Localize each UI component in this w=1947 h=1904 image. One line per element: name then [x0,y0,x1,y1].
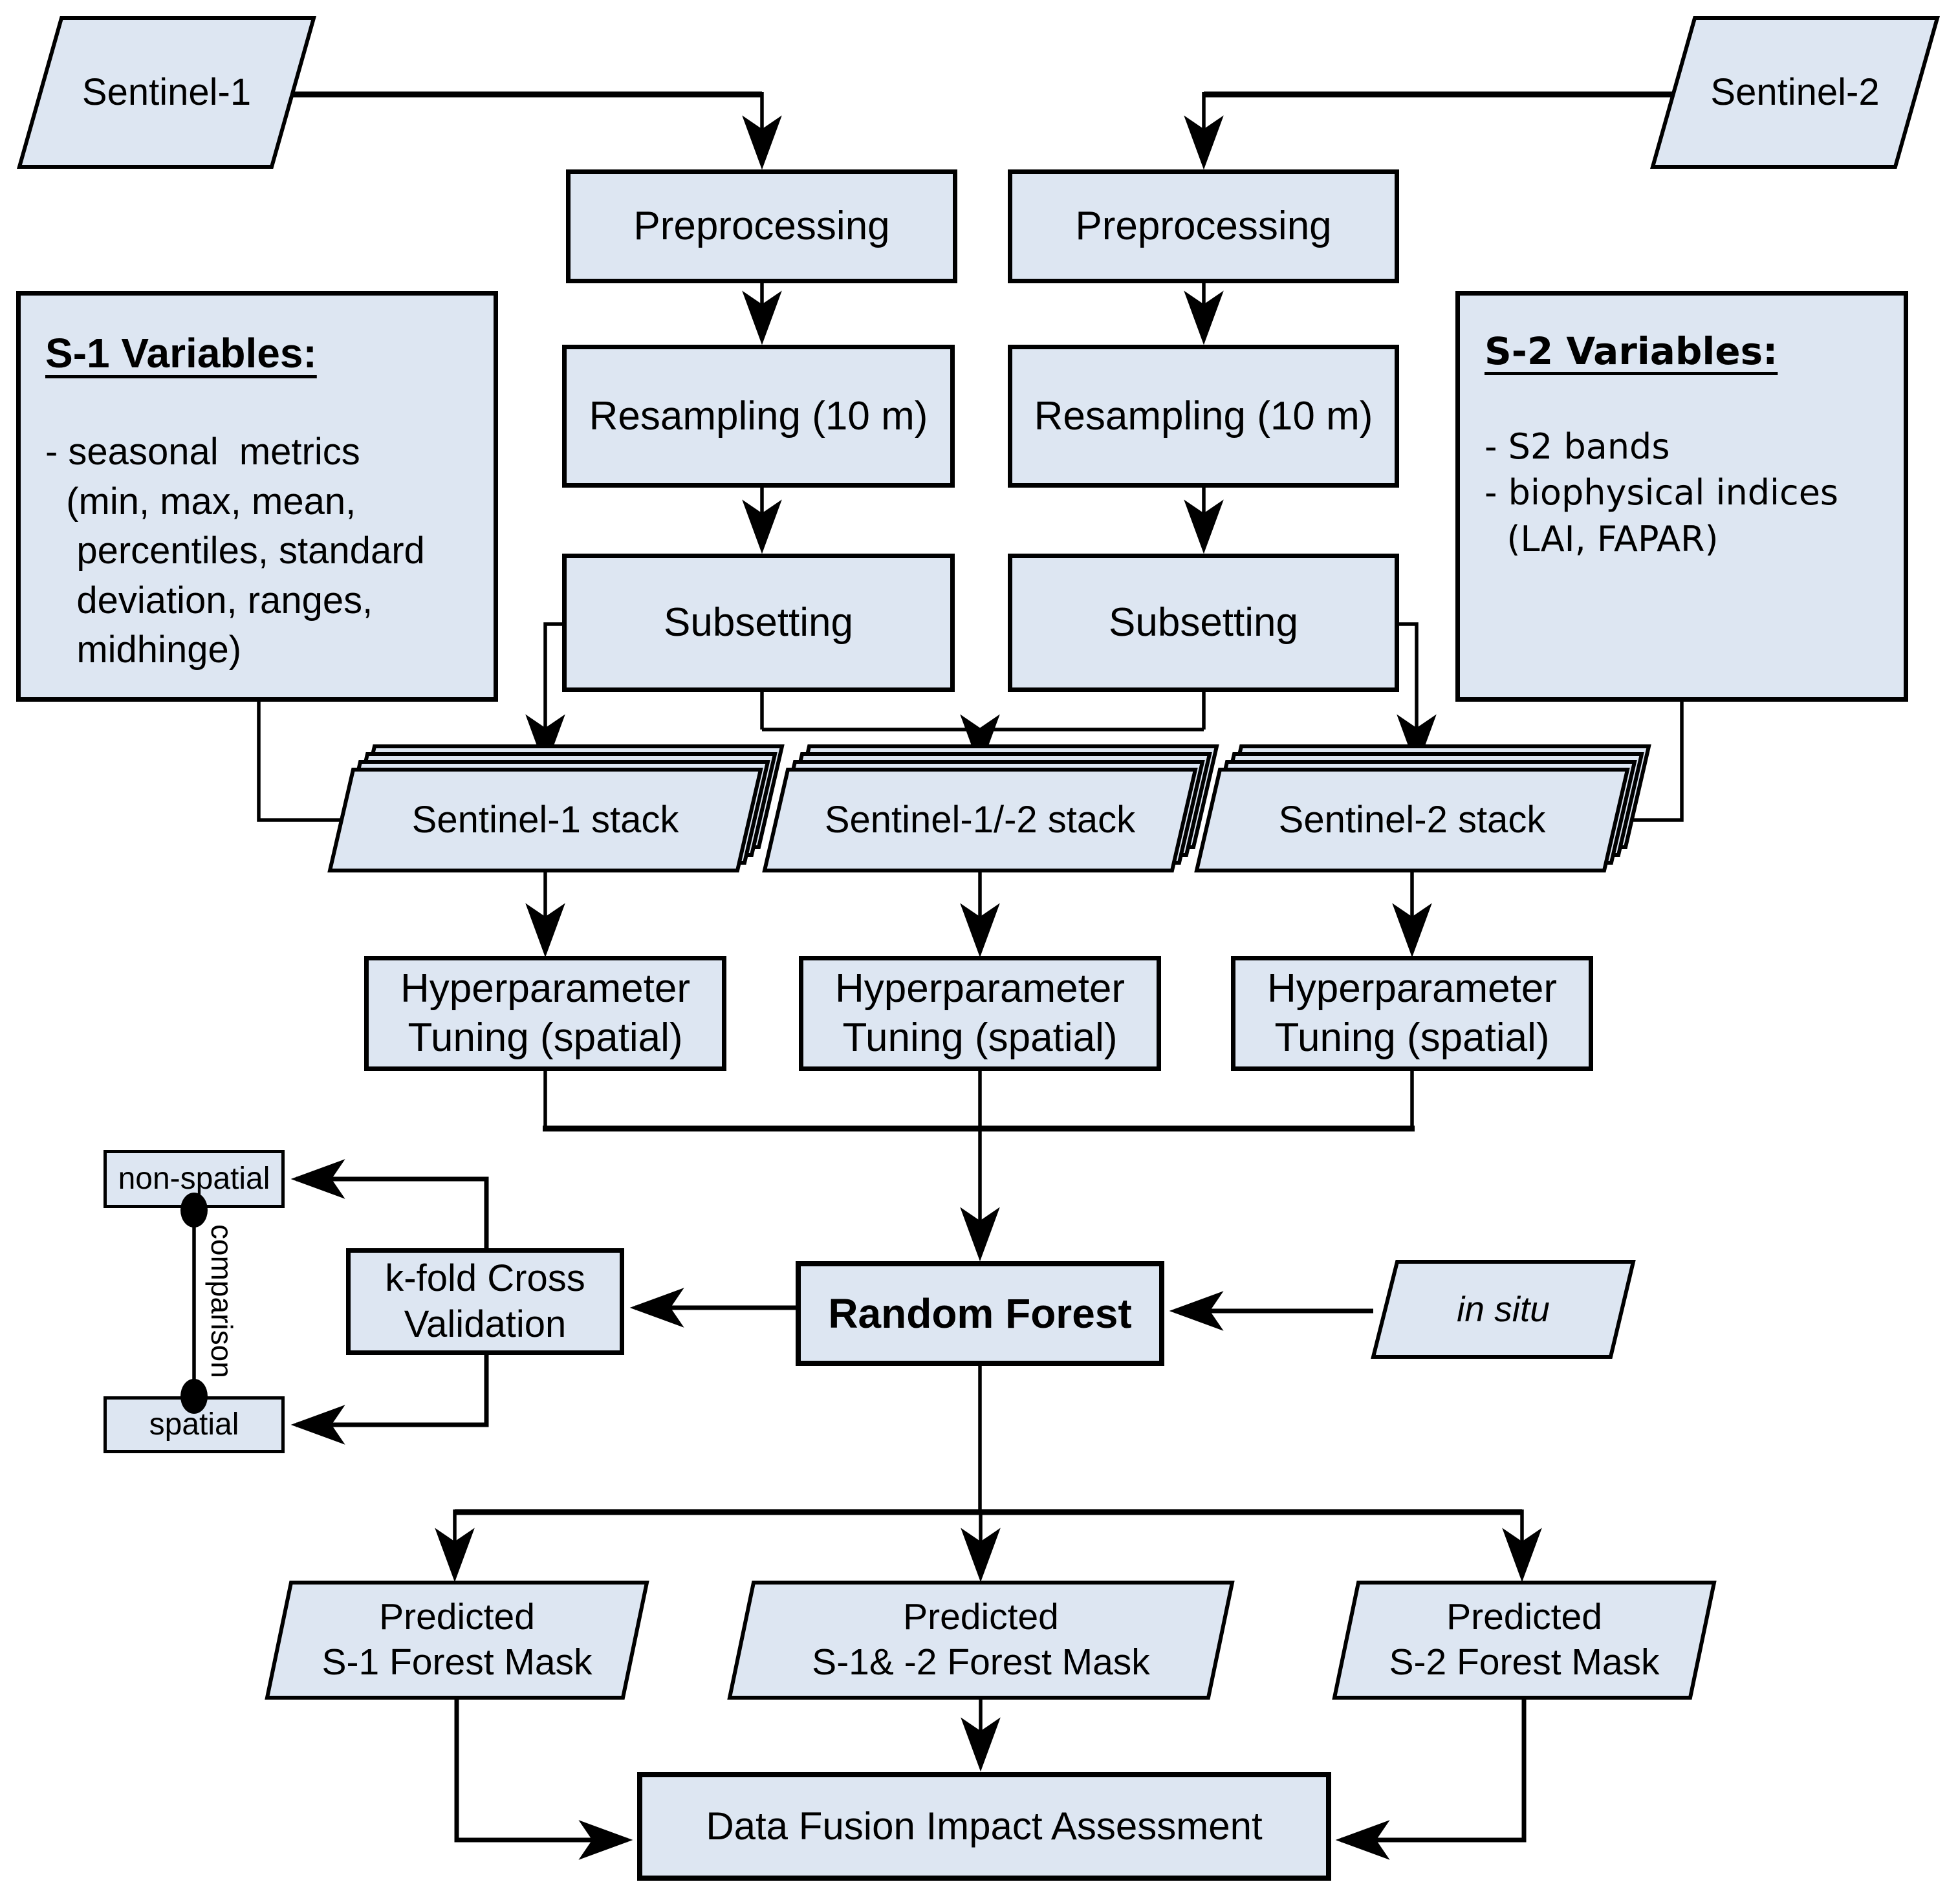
preprocessing-left-box: Preprocessing [566,169,957,283]
subsetting-left-label: Subsetting [664,600,853,645]
stack-s2-shape [1194,744,1651,872]
sentinel2-label: Sentinel-2 [1710,70,1880,113]
tuning-s1s2-label: Hyperparameter Tuning (spatial) [835,966,1125,1060]
subsetting-left-box: Subsetting [562,554,955,692]
stack-s1-shape [327,744,785,872]
edge-s1vars-to-stack [257,702,344,822]
random-forest-label: Random Forest [828,1290,1132,1337]
kfold-label: k-fold Cross Validation [385,1257,585,1345]
kfold-box: k-fold Cross Validation [346,1248,624,1355]
edge-mask3-to-fusion [1335,1698,1527,1860]
sentinel2-shape [1650,16,1940,169]
tuning-s2-box: Hyperparameter Tuning (spatial) [1231,956,1593,1071]
tuning-s1-label: Hyperparameter Tuning (spatial) [400,966,690,1060]
resampling-left-box: Resampling (10 m) [562,345,955,488]
s1-variables-box: S-1 Variables: - seasonal metrics (min, … [16,291,498,702]
mask-s1s2-label: Predicted S-1& -2 Forest Mask [812,1596,1150,1683]
resampling-right-box: Resampling (10 m) [1008,345,1399,488]
data-fusion-label: Data Fusion Impact Assessment [706,1804,1263,1848]
stack-s1s2-label: Sentinel-1/-2 stack [824,798,1136,841]
edge-subset-to-stack-s1 [525,622,565,769]
sentinel1-shape [17,16,316,169]
subsetting-right-box: Subsetting [1008,554,1399,692]
data-fusion-box: Data Fusion Impact Assessment [637,1772,1331,1881]
s2-variables-body: - S2 bands - biophysical indices (LAI, F… [1485,426,1839,559]
non-spatial-box: non-spatial [103,1150,285,1208]
mask-s1-label: Predicted S-1 Forest Mask [321,1596,593,1683]
preprocessing-right-box: Preprocessing [1008,169,1399,283]
in-situ-shape [1371,1260,1636,1359]
random-forest-box: Random Forest [796,1261,1164,1366]
comparison-label: comparison [205,1224,239,1378]
subsetting-right-label: Subsetting [1109,600,1298,645]
tuning-s1-box: Hyperparameter Tuning (spatial) [364,956,726,1071]
mask-s1-shape [265,1581,649,1700]
resampling-right-label: Resampling (10 m) [1034,393,1373,438]
spatial-label: spatial [149,1407,239,1442]
sentinel1-label: Sentinel-1 [82,70,252,113]
stack-s1s2-shape [762,744,1219,872]
edge-kfold-to-nonspatial [290,1159,489,1248]
edge-mask1-to-fusion [454,1698,633,1860]
edge-subset-to-stack-s2 [1397,622,1437,769]
spatial-box: spatial [103,1396,285,1453]
stack-s1-label: Sentinel-1 stack [411,798,679,841]
mask-s1s2-shape [727,1581,1235,1700]
mask-s2-label: Predicted S-2 Forest Mask [1389,1596,1660,1683]
edge-s2vars-to-stack [1615,702,1684,822]
tuning-s1s2-box: Hyperparameter Tuning (spatial) [799,956,1161,1071]
resampling-left-label: Resampling (10 m) [589,393,928,438]
tuning-s2-label: Hyperparameter Tuning (spatial) [1267,966,1557,1060]
stack-s2-label: Sentinel-2 stack [1278,798,1546,841]
edge-kfold-to-spatial [290,1355,489,1445]
preprocessing-right-label: Preprocessing [1075,204,1332,249]
non-spatial-label: non-spatial [118,1161,270,1196]
preprocessing-left-label: Preprocessing [633,204,890,249]
s2-variables-box: S-2 Variables: - S2 bands - biophysical … [1455,291,1908,702]
s2-variables-title: S-2 Variables: [1485,329,1778,373]
s1-variables-body: - seasonal metrics (min, max, mean, perc… [45,431,425,671]
s1-variables-title: S-1 Variables: [45,330,317,376]
in-situ-label: in situ [1457,1288,1550,1329]
mask-s2-shape [1332,1581,1717,1700]
